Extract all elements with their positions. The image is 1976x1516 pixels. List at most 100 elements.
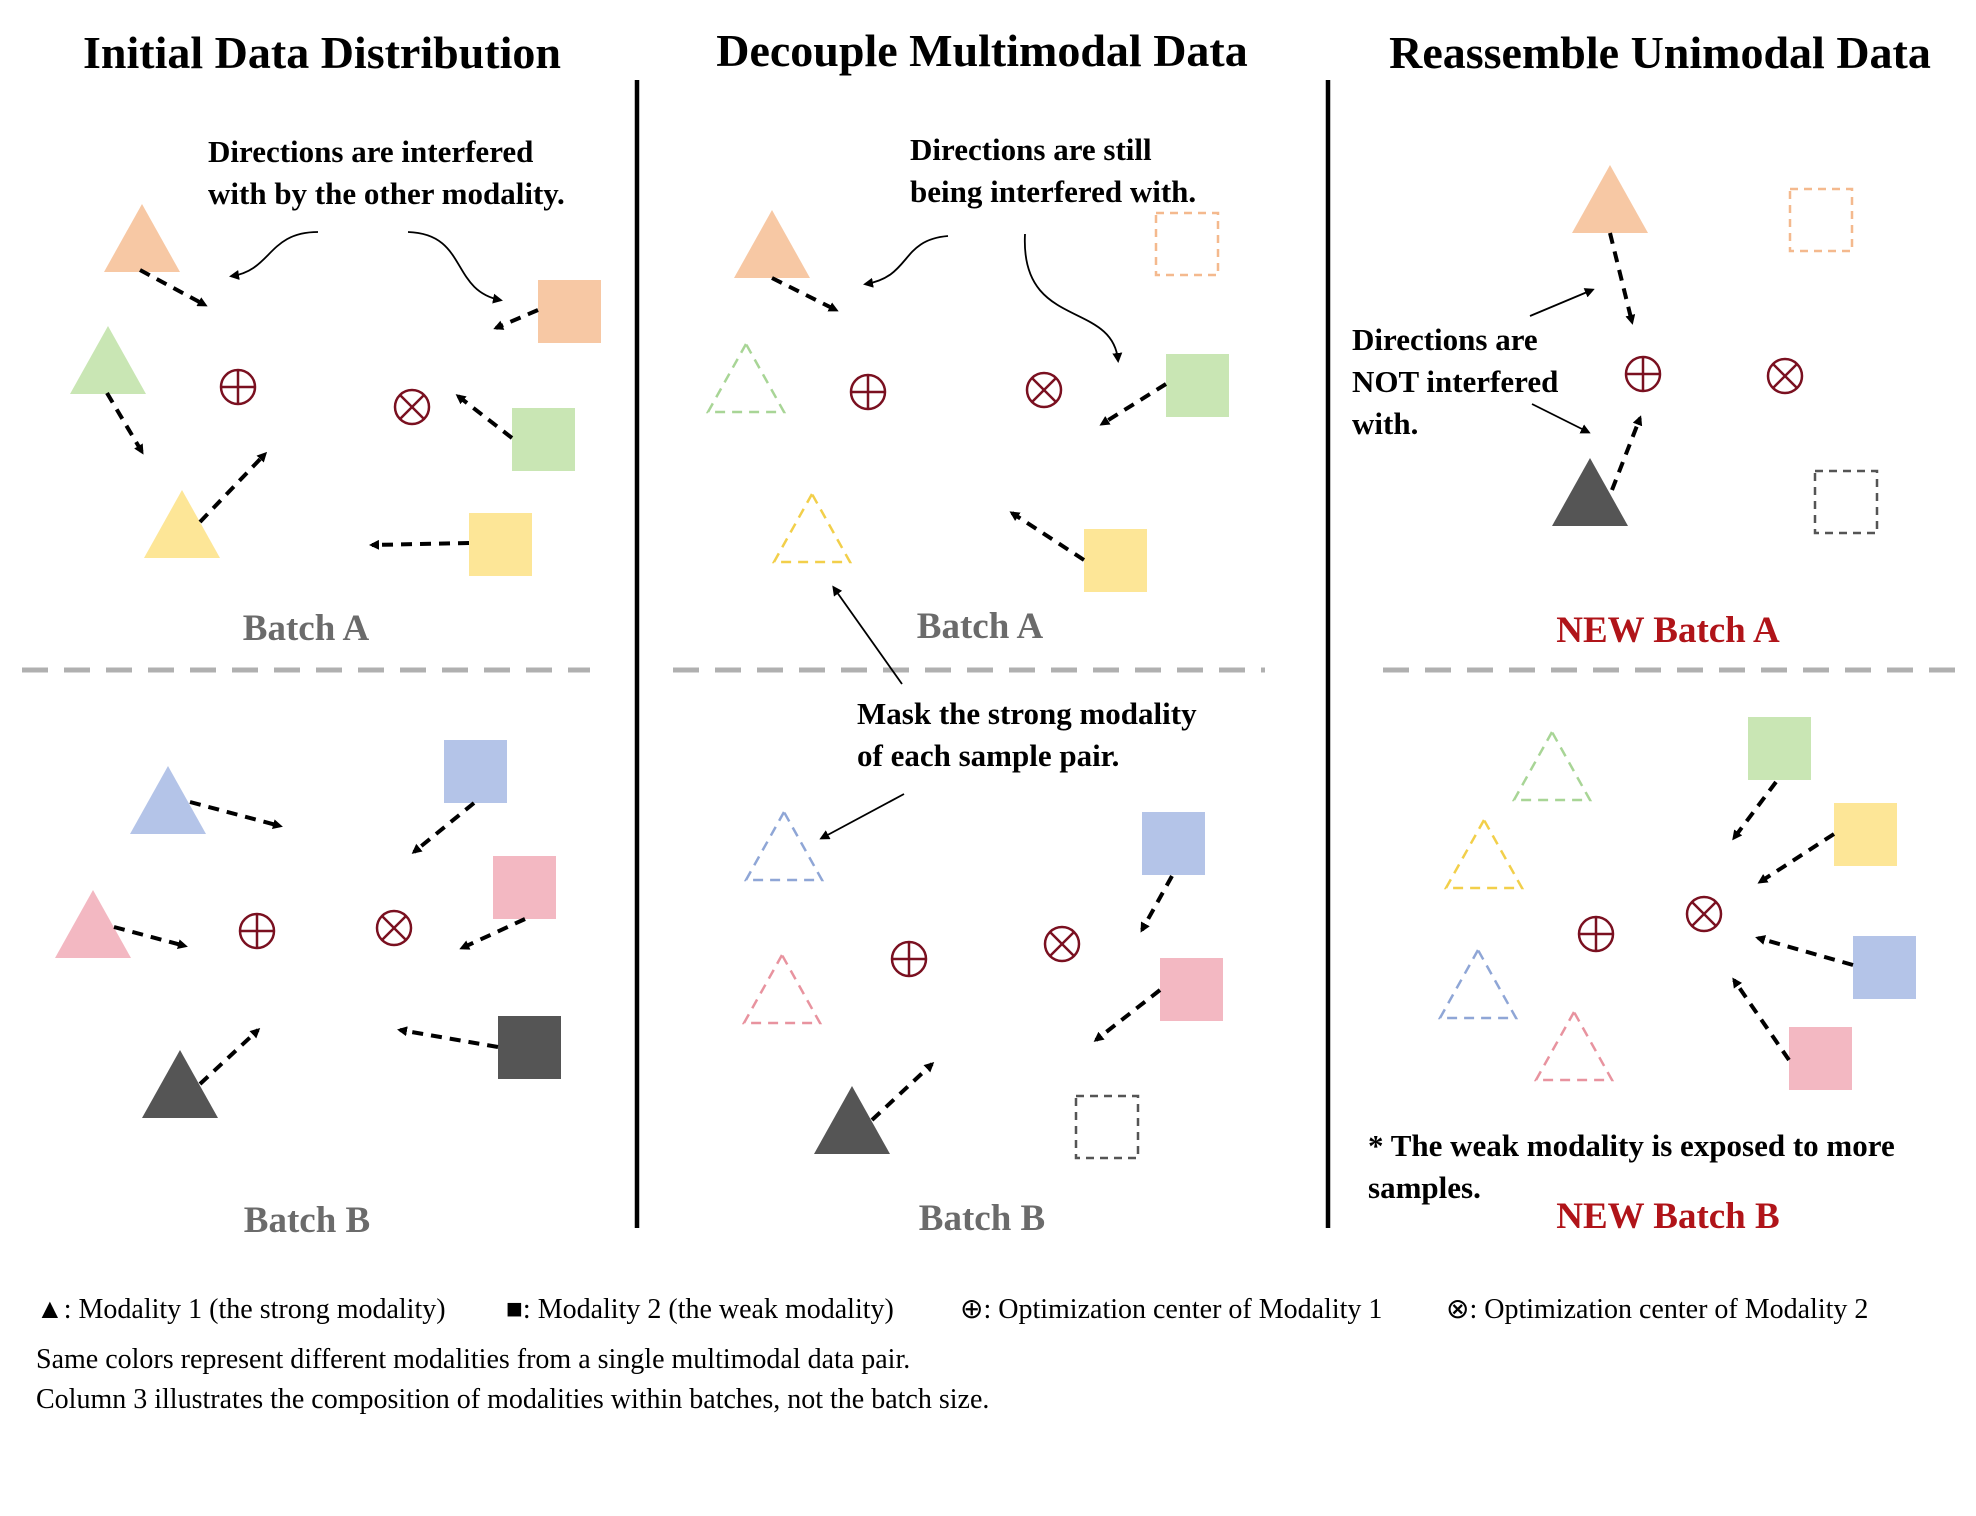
circle-plus-icon	[238, 912, 276, 950]
dashed-arrow	[1757, 832, 1836, 884]
column-3-batch-b: * The weak modality is exposed to more s…	[1368, 717, 1916, 1237]
square-icon	[1789, 1027, 1852, 1090]
square-icon	[444, 740, 507, 803]
square-icon: ■	[506, 1294, 523, 1325]
dashed-arrow	[870, 1061, 935, 1122]
column-2-batch-a: Directions are still being interfered wi…	[705, 132, 1229, 685]
triangle-icon	[1552, 458, 1628, 526]
col3-note-line-1: Directions are	[1352, 322, 1538, 357]
column-2-batch-b: Mask the strong modality of each sample …	[741, 696, 1223, 1239]
col2-note-line-2: being interfered with.	[910, 174, 1196, 209]
circle-plus-icon	[219, 368, 257, 406]
column-3-title: Reassemble Unimodal Data	[1389, 27, 1931, 78]
dashed-arrow	[459, 917, 526, 950]
batch-label: Batch B	[919, 1198, 1045, 1239]
triangle-icon	[142, 1050, 218, 1118]
circle-times-icon: ⊗	[1446, 1294, 1469, 1325]
column-1-title: Initial Data Distribution	[83, 27, 561, 78]
triangle-icon	[144, 490, 220, 558]
dashed-arrow	[189, 800, 283, 830]
square-icon	[1074, 1094, 1140, 1160]
legend-note-column-3: Column 3 illustrates the composition of …	[36, 1384, 989, 1415]
legend-note-colors: Same colors represent different modaliti…	[36, 1344, 910, 1375]
circle-plus-icon	[849, 373, 887, 411]
triangle-icon: ▲	[36, 1294, 64, 1325]
circle-times-icon	[393, 388, 431, 426]
dashed-arrow	[411, 801, 476, 854]
triangle-icon	[771, 491, 853, 564]
legend-item-center-2: ⊗: Optimization center of Modality 2	[1446, 1294, 1868, 1325]
circle-times-icon	[1685, 895, 1723, 933]
dashed-arrow	[198, 1027, 261, 1086]
square-icon	[1084, 529, 1147, 592]
col2-note-line-1: Directions are still	[910, 132, 1152, 167]
col3-footnote-line-2: samples.	[1368, 1170, 1481, 1205]
square-icon	[1160, 958, 1223, 1021]
square-icon	[1154, 211, 1220, 277]
col1-curve-arrow-left	[229, 231, 319, 280]
triangle-icon	[1572, 165, 1648, 233]
triangle-icon	[1533, 1009, 1615, 1082]
col1-note-line-1: Directions are interfered	[208, 134, 533, 169]
dashed-arrow	[1140, 875, 1174, 933]
mask-pointer-arrow-up	[832, 585, 903, 685]
dashed-arrow	[105, 391, 144, 455]
dashed-arrow	[139, 268, 208, 307]
col1-curve-arrow-right	[407, 231, 503, 304]
triangle-icon	[741, 952, 823, 1025]
column-1-batch-a: Directions are interfered with by the ot…	[70, 134, 601, 649]
col2-curve-arrow-left	[863, 235, 949, 288]
triangle-icon	[814, 1086, 890, 1154]
square-icon	[1166, 354, 1229, 417]
batch-label: Batch A	[243, 608, 370, 649]
circle-plus-icon	[1624, 355, 1662, 393]
dashed-arrow	[1732, 780, 1778, 841]
legend-item-strong-modality: ▲: Modality 1 (the strong modality)	[36, 1294, 446, 1325]
dashed-arrow	[113, 925, 188, 950]
dashed-arrow	[1755, 935, 1854, 967]
square-icon	[1834, 803, 1897, 866]
col2-mask-line-1: Mask the strong modality	[857, 696, 1197, 731]
square-icon	[1788, 187, 1854, 253]
mask-pointer-arrow-down	[819, 793, 905, 840]
triangle-icon	[734, 210, 810, 278]
square-icon	[1748, 717, 1811, 780]
legend-item-weak-modality: ■: Modality 2 (the weak modality)	[506, 1294, 894, 1325]
circle-times-icon	[1025, 371, 1063, 409]
column-2-title: Decouple Multimodal Data	[716, 25, 1248, 76]
dashed-arrow	[771, 276, 839, 312]
dashed-arrow	[1732, 977, 1791, 1062]
triangle-icon	[1511, 729, 1593, 802]
legend-item-center-1: ⊕: Optimization center of Modality 1	[960, 1294, 1382, 1325]
circle-times-icon	[1043, 925, 1081, 963]
triangle-icon	[70, 326, 146, 394]
no-interference-arrow-down	[1531, 403, 1591, 434]
triangle-icon	[743, 809, 825, 882]
dashed-arrow	[493, 308, 539, 330]
circle-times-icon	[1766, 357, 1804, 395]
square-icon	[498, 1016, 561, 1079]
square-icon	[1853, 936, 1916, 999]
legend: ▲: Modality 1 (the strong modality) ■: M…	[36, 1294, 1868, 1415]
circle-plus-icon	[890, 940, 928, 978]
triangle-icon	[705, 341, 787, 414]
dashed-arrow	[1608, 232, 1636, 325]
dashed-arrow	[1009, 511, 1086, 562]
triangle-icon	[55, 890, 131, 958]
dashed-arrow	[1093, 988, 1162, 1042]
square-icon	[469, 513, 532, 576]
square-icon	[1813, 469, 1879, 535]
square-icon	[493, 856, 556, 919]
dashed-arrow	[198, 451, 268, 524]
col3-footnote-line-1: * The weak modality is exposed to more	[1368, 1128, 1895, 1163]
dashed-arrow	[1610, 415, 1643, 491]
square-icon	[1142, 812, 1205, 875]
batch-label: NEW Batch A	[1556, 610, 1780, 651]
col3-note-line-2: NOT interfered	[1352, 364, 1558, 399]
col3-note-line-3: with.	[1352, 406, 1418, 441]
dashed-arrow	[1099, 382, 1168, 426]
dashed-arrow	[455, 394, 514, 440]
square-icon	[512, 408, 575, 471]
triangle-icon	[1443, 817, 1525, 890]
